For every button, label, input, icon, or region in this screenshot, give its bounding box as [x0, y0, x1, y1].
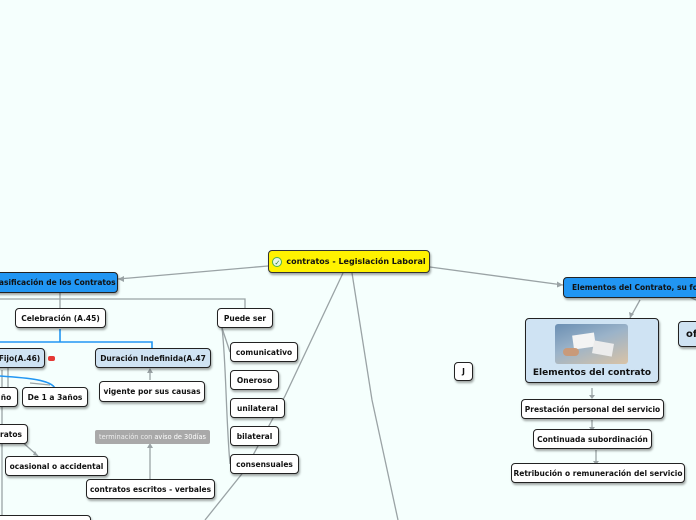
right-item-label: Retribución o remuneración del servicio [513, 468, 683, 478]
ocasional-node[interactable]: ocasional o accidental [5, 456, 108, 476]
puede-ser-item-label: consensuales [236, 459, 293, 469]
ano-node[interactable]: ño [0, 387, 18, 407]
celebracion-node[interactable]: Celebración (A.45) [15, 308, 106, 328]
puede-ser-item-0[interactable]: comunicativo [230, 342, 298, 362]
root-node[interactable]: ✓ contratos - Legislación Laboral [268, 250, 430, 273]
right-item-label: Continuada subordinación [537, 434, 648, 444]
puede-ser-item-label: Oneroso [236, 375, 273, 385]
duracion-node[interactable]: Duración Indefinida(A.47 [95, 348, 211, 368]
puede-ser-item-label: unilateral [237, 403, 278, 413]
terminacion-prefix: terminación con [99, 433, 153, 441]
ratos-node[interactable]: ratos [0, 424, 28, 444]
right-item-2[interactable]: Retribución o remuneración del servicio [511, 463, 685, 483]
j-node[interactable]: J [454, 362, 473, 381]
puede-ser-label: Puede ser [223, 313, 267, 323]
puede-ser-item-1[interactable]: Oneroso [230, 370, 279, 390]
vigente-label: vigente por sus causas [103, 387, 201, 396]
escritos-label: contratos escritos - verbales [89, 484, 212, 494]
elementos-image-node[interactable]: Elementos del contrato [525, 318, 659, 383]
de1a3-label: De 1 a 3años [27, 392, 83, 402]
right-item-label: Prestación personal del servicio [524, 404, 661, 414]
puede-ser-node[interactable]: Puede ser [217, 308, 273, 328]
celebracion-label: Celebración (A.45) [21, 313, 100, 323]
check-circle-icon: ✓ [272, 256, 283, 267]
ocasional-label: ocasional o accidental [9, 461, 104, 471]
flag-icon [48, 356, 55, 361]
elementos-contrato-node[interactable]: Elementos del Contrato, su form [563, 277, 696, 298]
puede-ser-item-label: bilateral [236, 431, 273, 441]
de1a3-node[interactable]: De 1 a 3años [22, 387, 88, 407]
puede-ser-item-label: comunicativo [235, 347, 293, 357]
ratos-label: ratos [0, 429, 22, 439]
terminacion-note[interactable]: terminación con aviso de 30días [95, 430, 210, 444]
elementos-contrato-label: Elementos del Contrato, su form [572, 283, 696, 292]
right-item-0[interactable]: Prestación personal del servicio [521, 399, 664, 419]
elementos-image-caption: Elementos del contrato [532, 368, 652, 378]
puede-ser-item-3[interactable]: bilateral [230, 426, 279, 446]
vigente-node[interactable]: vigente por sus causas [99, 381, 205, 402]
clasificacion-label: lasificación de los Contratos [0, 278, 116, 287]
of-partial-label: of [686, 328, 696, 340]
duracion-label: Duración Indefinida(A.47 [100, 353, 206, 363]
clasificacion-node[interactable]: lasificación de los Contratos [0, 272, 118, 293]
fijo-label: Fijo(A.46) [0, 353, 41, 363]
partial-bottom-node[interactable] [0, 515, 91, 520]
right-item-1[interactable]: Continuada subordinación [533, 429, 652, 449]
contract-photo-icon [555, 324, 628, 364]
terminacion-suffix: aviso de 30días [154, 433, 206, 441]
puede-ser-item-4[interactable]: consensuales [230, 454, 299, 474]
puede-ser-item-2[interactable]: unilateral [230, 398, 285, 418]
of-partial-node[interactable]: of [678, 321, 696, 347]
escritos-node[interactable]: contratos escritos - verbales [86, 479, 215, 499]
fijo-node[interactable]: Fijo(A.46) [0, 348, 45, 368]
j-label: J [462, 367, 465, 376]
ano-label: ño [0, 392, 12, 402]
root-label: contratos - Legislación Laboral [286, 257, 426, 266]
